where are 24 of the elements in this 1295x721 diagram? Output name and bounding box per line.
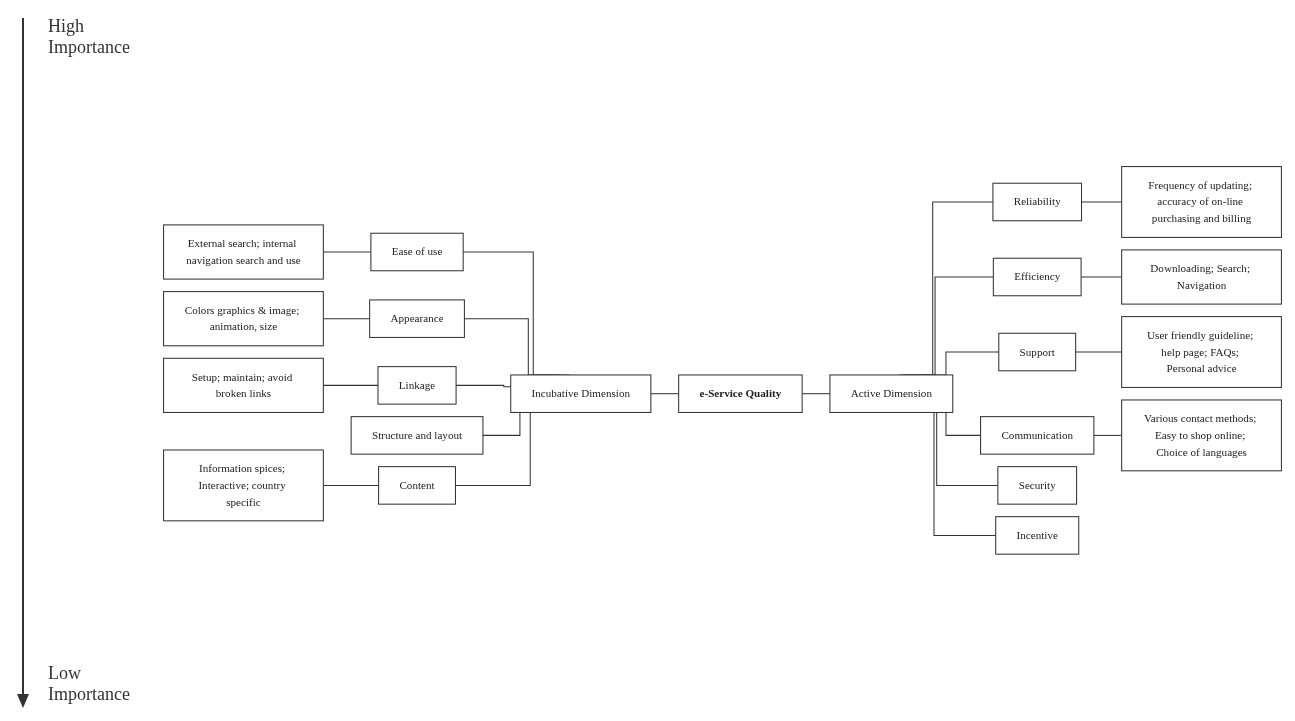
node-box: Downloading; Search; Navigation [1121,249,1282,305]
node-box: Incentive [995,516,1080,555]
node-box: Various contact methods; Easy to shop online; Choice of languages [1121,399,1282,472]
node-box: Efficiency [992,257,1082,297]
node-box: Support [998,332,1077,372]
node-box: Ease of use [370,232,464,272]
node-box: Setup; maintain; avoid broken links [163,357,324,414]
node-box: Security [997,466,1078,505]
node-box: Information spices; Interactive; country specific [163,449,324,522]
node-box: Communication [980,416,1095,455]
axis-label: High Importance [48,16,131,58]
node-box: Content [378,466,456,505]
node-box: User friendly guideline; help page; FAQs; Personal advice [1121,316,1282,389]
node-box: External search; internal navigation search and use [163,224,324,280]
node-box: Colors graphics & image; animation, size [163,291,324,347]
node-box: Structure and layout [350,416,484,455]
node-box: Active Dimension [829,374,954,414]
node-box: Frequency of updating; accuracy of on-line purchasing and billing [1121,166,1282,239]
node-box: e-Service Quality [678,374,803,414]
node-box: Incubative Dimension [510,374,652,414]
node-box: Linkage [377,366,457,405]
axis-label: Low Importance [48,663,131,705]
node-box: Reliability [992,182,1083,222]
node-box: Appearance [369,299,465,339]
